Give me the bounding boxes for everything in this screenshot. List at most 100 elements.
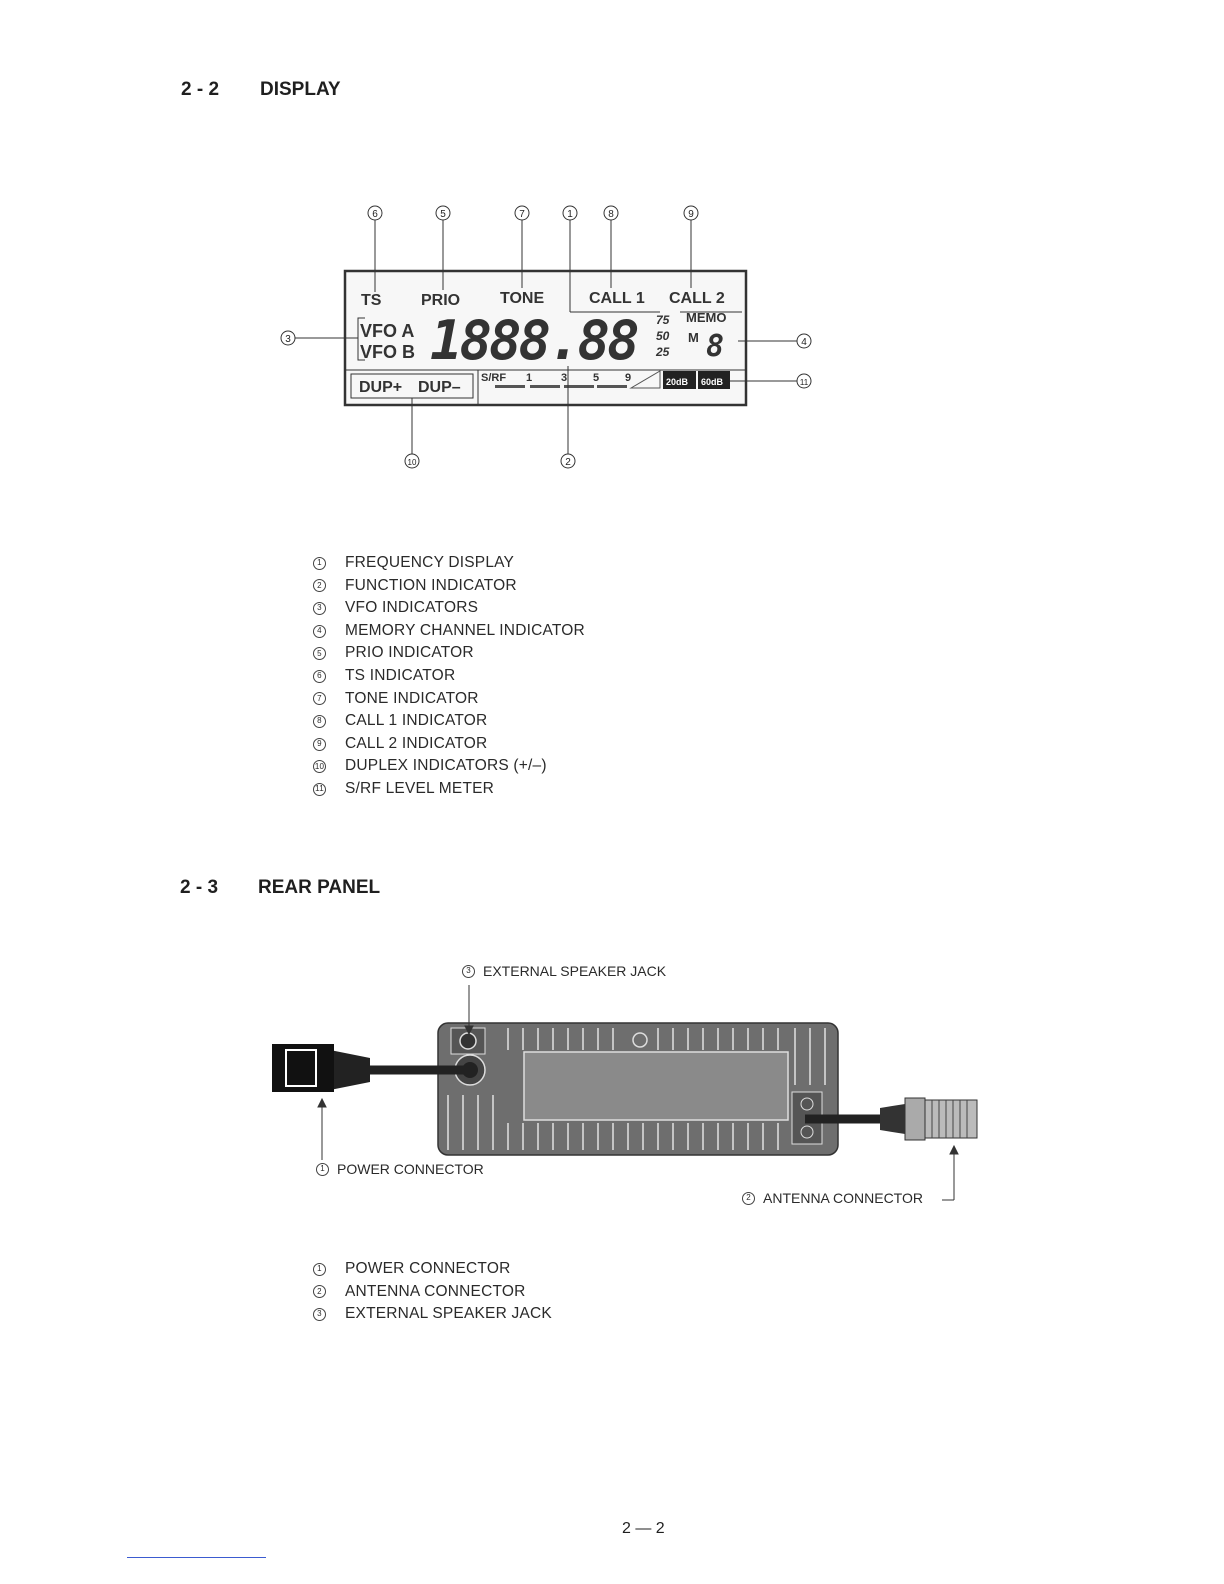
legend-number: 1 — [313, 1262, 326, 1276]
label-number: 1 — [316, 1162, 329, 1176]
legend-text: S/RF LEVEL METER — [345, 779, 495, 797]
lcd-60db: 60dB — [701, 377, 724, 387]
label-number: 2 — [742, 1191, 755, 1205]
lcd-20db: 20dB — [666, 377, 689, 387]
legend-text: PRIO INDICATOR — [345, 644, 474, 662]
label-text: EXTERNAL SPEAKER JACK — [483, 963, 667, 979]
legend-text: TONE INDICATOR — [345, 689, 479, 707]
legend-number: 2 — [313, 1285, 326, 1299]
legend-number: 3 — [313, 601, 326, 615]
rear-panel-diagram — [272, 985, 978, 1201]
lcd-dup-plus: DUP+ — [359, 379, 402, 396]
lcd-meter-3: 3 — [561, 372, 567, 384]
callout-2: 2 — [565, 457, 571, 468]
lcd-memo: MEMO — [686, 310, 726, 325]
legend-text: CALL 2 INDICATOR — [345, 734, 488, 752]
lcd-step-25: 25 — [655, 345, 670, 359]
legend-text: MEMORY CHANNEL INDICATOR — [345, 621, 585, 639]
legend-text: VFO INDICATORS — [345, 599, 479, 617]
section-2-2-title: DISPLAY — [260, 79, 341, 100]
label-plate — [523, 1051, 789, 1121]
display-legend: 1 FREQUENCY DISPLAY 2 FUNCTION INDICATOR 3… — [313, 552, 585, 801]
legend-text: TS INDICATOR — [345, 666, 456, 684]
lcd-ts: TS — [361, 292, 382, 309]
legend-item-ts-indicator: 6 TS INDICATOR — [313, 665, 585, 688]
legend-text: FUNCTION INDICATOR — [345, 576, 517, 594]
legend-text: CALL 1 INDICATOR — [345, 712, 488, 730]
section-2-3-number: 2 - 3 — [180, 877, 219, 898]
power-connector-plug — [272, 1044, 334, 1092]
legend-item-external-speaker-jack: 3 EXTERNAL SPEAKER JACK — [313, 1303, 552, 1326]
legend-number: 5 — [313, 647, 326, 661]
lcd-vfo-b: VFO B — [360, 342, 415, 362]
lcd-call1: CALL 1 — [589, 290, 645, 307]
meter-bars — [495, 370, 730, 389]
callout-3: 3 — [285, 334, 291, 345]
lcd-step-50: 50 — [656, 329, 670, 343]
legend-item-duplex-indicators: 10 DUPLEX INDICATORS (+/–) — [313, 755, 585, 778]
legend-number: 8 — [313, 714, 326, 728]
legend-item-prio-indicator: 5 PRIO INDICATOR — [313, 642, 585, 665]
meter-20db-block — [663, 371, 696, 389]
callout-11: 11 — [800, 378, 809, 387]
callout-5: 5 — [440, 209, 446, 220]
footer-rule — [127, 1557, 266, 1558]
lcd-memo-digit: 8 — [706, 329, 724, 364]
callout-9: 9 — [688, 209, 694, 220]
label-external-speaker-jack: 3 EXTERNAL SPEAKER JACK — [462, 963, 666, 979]
page-number: 2 — 2 — [622, 1520, 665, 1537]
callout-1: 1 — [567, 209, 573, 220]
lcd-meter-5: 5 — [593, 372, 599, 384]
meter-60db-block — [698, 371, 730, 389]
label-text: POWER CONNECTOR — [337, 1161, 484, 1177]
legend-item-vfo-indicators: 3 VFO INDICATORS — [313, 597, 585, 620]
legend-number: 6 — [313, 669, 326, 683]
legend-text: FREQUENCY DISPLAY — [345, 554, 515, 571]
lcd-meter-1: 1 — [526, 372, 532, 384]
lcd-step-75: 75 — [656, 313, 670, 327]
legend-number: 9 — [313, 737, 326, 751]
legend-number: 1 — [313, 556, 326, 570]
lcd-tone: TONE — [500, 290, 544, 307]
callout-10: 10 — [408, 458, 417, 467]
legend-number: 7 — [313, 692, 326, 706]
label-text: ANTENNA CONNECTOR — [763, 1190, 923, 1206]
legend-item-antenna-connector: 2 ANTENNA CONNECTOR — [313, 1281, 552, 1304]
lcd-meter-9: 9 — [625, 372, 631, 384]
legend-number: 10 — [313, 760, 326, 774]
legend-text: POWER CONNECTOR — [345, 1260, 511, 1277]
legend-number: 4 — [313, 624, 326, 638]
label-number: 3 — [462, 964, 475, 978]
legend-text: DUPLEX INDICATORS (+/–) — [345, 757, 547, 775]
legend-item-function-indicator: 2 FUNCTION INDICATOR — [313, 575, 585, 598]
legend-number: 3 — [313, 1307, 326, 1321]
antenna-connector — [904, 1097, 926, 1141]
legend-item-call2-indicator: 9 CALL 2 INDICATOR — [313, 733, 585, 756]
lcd-memo-m: M — [688, 330, 699, 345]
label-power-connector: 1 POWER CONNECTOR — [316, 1161, 484, 1177]
legend-item-memory-channel-indicator: 4 MEMORY CHANNEL INDICATOR — [313, 620, 585, 643]
lcd-prio: PRIO — [421, 292, 460, 309]
legend-item-tone-indicator: 7 TONE INDICATOR — [313, 688, 585, 711]
section-2-3-title: REAR PANEL — [258, 877, 381, 898]
legend-item-power-connector: 1 POWER CONNECTOR — [313, 1258, 552, 1281]
callout-7: 7 — [519, 209, 525, 220]
rear-panel-legend: 1 POWER CONNECTOR 2 ANTENNA CONNECTOR 3 EXT… — [313, 1258, 552, 1326]
lcd-frequency-digits: 1888.88 — [430, 309, 637, 372]
legend-item-call1-indicator: 8 CALL 1 INDICATOR — [313, 710, 585, 733]
callout-6: 6 — [372, 209, 378, 220]
callout-8: 8 — [608, 209, 614, 220]
lcd-dup-minus: DUP– — [418, 379, 461, 396]
lcd-call2: CALL 2 — [669, 290, 725, 307]
lcd-meter-label: S/RF — [481, 372, 506, 384]
legend-number: 2 — [313, 579, 326, 593]
legend-number: 11 — [313, 782, 326, 796]
lcd-vfo-a: VFO A — [360, 321, 414, 341]
legend-text: ANTENNA CONNECTOR — [345, 1282, 526, 1300]
label-antenna-connector: 2 ANTENNA CONNECTOR — [742, 1190, 923, 1206]
speaker-jack — [459, 1032, 477, 1050]
legend-item-srf-level-meter: 11 S/RF LEVEL METER — [313, 778, 585, 801]
legend-text: EXTERNAL SPEAKER JACK — [345, 1305, 552, 1323]
callout-4: 4 — [801, 337, 807, 348]
